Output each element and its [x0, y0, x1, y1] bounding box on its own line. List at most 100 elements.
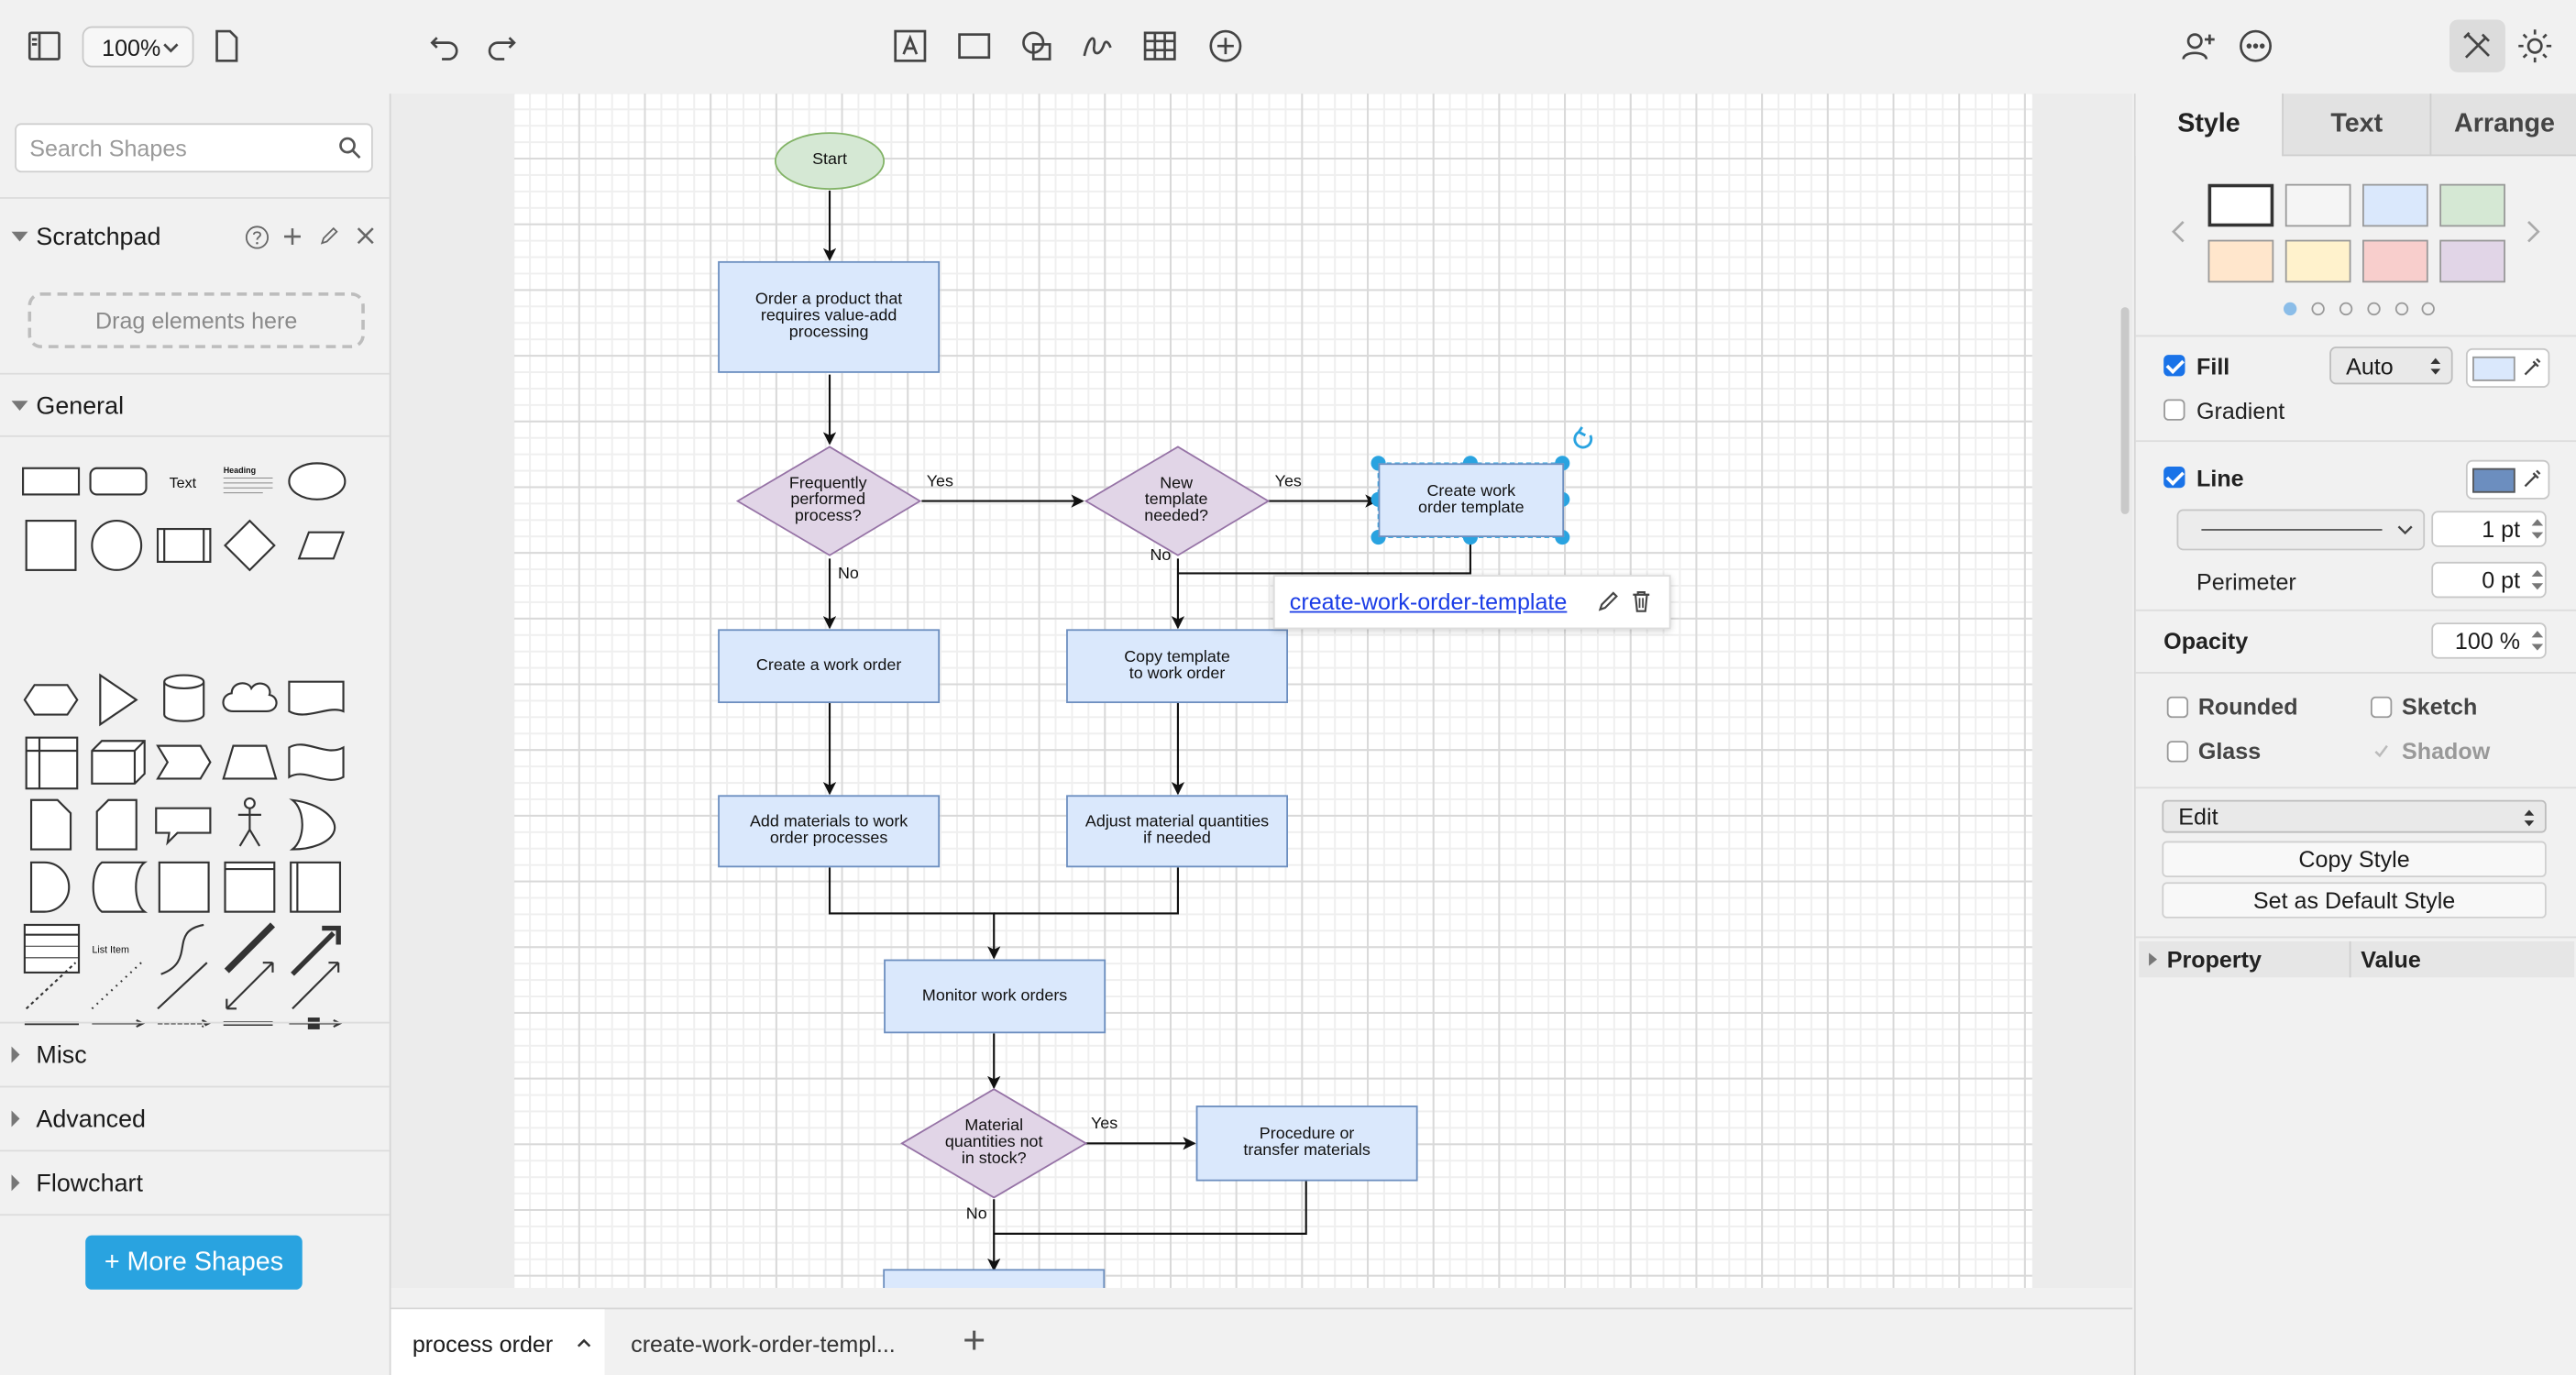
undo-icon[interactable]: [423, 23, 468, 69]
stepper-icon[interactable]: [2530, 628, 2545, 654]
general-title[interactable]: General: [36, 392, 125, 421]
copy-style-button[interactable]: Copy Style: [2162, 841, 2547, 877]
search-shapes-input[interactable]: [15, 123, 373, 173]
text-icon[interactable]: [887, 23, 933, 69]
chevron-up-icon[interactable]: [577, 1337, 591, 1349]
style-page-dot-1[interactable]: [2284, 302, 2297, 316]
style-swatch-8[interactable]: [2439, 239, 2505, 283]
eyedropper-icon[interactable]: [2522, 357, 2542, 378]
misc-expand-icon[interactable]: [11, 1046, 20, 1063]
sidebar-toggle-icon[interactable]: [21, 23, 67, 69]
close-icon[interactable]: [357, 226, 375, 245]
style-swatch-1[interactable]: [2207, 183, 2274, 227]
style-swatch-3[interactable]: [2362, 183, 2428, 227]
frequent-process-label[interactable]: Frequently performed process?: [788, 474, 867, 526]
copy-template-node[interactable]: Copy template to work order: [1066, 629, 1288, 704]
create-work-order-node[interactable]: Create a work order: [718, 629, 941, 704]
start-label[interactable]: Start: [812, 150, 847, 170]
gradient-checkbox[interactable]: [2163, 399, 2185, 421]
edit-style-select[interactable]: Edit: [2162, 799, 2547, 833]
edit-link-icon[interactable]: [1597, 589, 1620, 612]
tab-style[interactable]: Style: [2135, 94, 2283, 157]
advanced-expand-icon[interactable]: [11, 1110, 20, 1128]
shape-diamond: [223, 519, 276, 572]
redo-icon[interactable]: [478, 23, 523, 69]
adjust-quantities-node[interactable]: Adjust material quantities if needed: [1066, 795, 1288, 868]
style-swatch-6[interactable]: [2284, 239, 2351, 283]
stepper-icon[interactable]: [2530, 516, 2545, 543]
chevron-left-icon[interactable]: [2170, 220, 2186, 243]
style-swatch-5[interactable]: [2207, 239, 2274, 283]
shapes-icon[interactable]: [1014, 23, 1060, 69]
add-page-button[interactable]: +: [963, 1319, 986, 1364]
set-default-style-button[interactable]: Set as Default Style: [2162, 882, 2547, 918]
misc-title[interactable]: Misc: [36, 1041, 87, 1070]
format-icon[interactable]: [2449, 19, 2505, 72]
stepper-icon[interactable]: [2530, 566, 2545, 593]
chevron-right-icon[interactable]: [2525, 220, 2541, 243]
style-page-dot-6[interactable]: [2421, 302, 2435, 316]
style-swatch-4[interactable]: [2439, 183, 2505, 227]
scratchpad-collapse-icon[interactable]: [11, 231, 28, 242]
tab-text[interactable]: Text: [2282, 94, 2430, 157]
line-checkbox[interactable]: [2163, 466, 2185, 489]
table-icon[interactable]: [1137, 23, 1183, 69]
tab-arrange[interactable]: Arrange: [2429, 94, 2576, 157]
line-width-input[interactable]: 1 pt: [2431, 511, 2547, 547]
tab-create-work-order-template[interactable]: create-work-order-templ...: [631, 1309, 942, 1375]
style-page-dot-5[interactable]: [2394, 302, 2409, 316]
general-collapse-icon[interactable]: [11, 401, 28, 412]
more-icon[interactable]: [2232, 23, 2278, 69]
edit-icon[interactable]: [319, 226, 340, 247]
opacity-input[interactable]: 100 %: [2431, 622, 2547, 659]
shadow-label: Shadow: [2402, 737, 2491, 764]
line-color-picker[interactable]: [2465, 459, 2550, 500]
help-icon[interactable]: [245, 226, 270, 250]
delete-link-icon[interactable]: [1630, 589, 1653, 612]
scratchpad-title[interactable]: Scratchpad: [36, 223, 161, 252]
flowchart-title[interactable]: Flowchart: [36, 1169, 143, 1198]
style-swatch-7[interactable]: [2362, 239, 2428, 283]
search-icon[interactable]: [338, 137, 361, 160]
shape-bidirectional-arrow: [224, 922, 276, 974]
style-page-dot-3[interactable]: [2339, 302, 2353, 316]
theme-icon[interactable]: [2512, 23, 2558, 69]
insert-icon[interactable]: [1203, 23, 1249, 69]
share-icon[interactable]: [2175, 23, 2221, 69]
flowchart-expand-icon[interactable]: [11, 1174, 20, 1192]
add-materials-node[interactable]: Add materials to work order processes: [718, 795, 941, 868]
shadow-checkbox[interactable]: [2371, 741, 2392, 762]
vertical-scrollbar[interactable]: [2120, 307, 2130, 514]
procedure-node[interactable]: Procedure or transfer materials: [1195, 1106, 1418, 1182]
expand-icon[interactable]: [2149, 952, 2158, 966]
style-swatch-2[interactable]: [2284, 183, 2351, 227]
more-shapes-button[interactable]: + More Shapes: [85, 1235, 303, 1290]
eyedropper-icon[interactable]: [2522, 468, 2542, 490]
glass-checkbox[interactable]: [2166, 741, 2189, 763]
scratchpad-drop-zone[interactable]: Drag elements here: [28, 292, 365, 348]
style-page-dot-4[interactable]: [2367, 302, 2381, 316]
chevron-down-icon: [163, 43, 179, 53]
line-pattern-select[interactable]: [2176, 509, 2426, 551]
create-template-node[interactable]: Create work order template: [1378, 463, 1565, 538]
freehand-icon[interactable]: [1074, 23, 1120, 69]
diagram-canvas[interactable]: Start Order a product that requires valu…: [391, 94, 2133, 1289]
fill-color-picker[interactable]: [2465, 347, 2550, 388]
fill-type-select[interactable]: Auto: [2329, 346, 2453, 385]
material-check-label[interactable]: Material quantities not in stock?: [944, 1116, 1043, 1169]
zoom-select[interactable]: 100%: [82, 26, 194, 68]
add-icon[interactable]: [282, 226, 303, 247]
order-product-node[interactable]: Order a product that requires value-add …: [718, 260, 941, 373]
monitor-node[interactable]: Monitor work orders: [884, 959, 1106, 1034]
sketch-checkbox[interactable]: [2370, 696, 2393, 719]
rounded-checkbox[interactable]: [2166, 696, 2189, 719]
rectangle-icon[interactable]: [952, 23, 997, 69]
style-page-dot-2[interactable]: [2311, 302, 2325, 316]
tab-process-order[interactable]: process order: [391, 1309, 605, 1375]
new-template-label[interactable]: New template needed?: [1144, 474, 1209, 526]
advanced-title[interactable]: Advanced: [36, 1106, 146, 1134]
perimeter-input[interactable]: 0 pt: [2431, 561, 2547, 599]
page-icon[interactable]: [204, 23, 249, 69]
fill-checkbox[interactable]: [2163, 355, 2185, 377]
link-url[interactable]: create-work-order-template: [1289, 588, 1568, 615]
